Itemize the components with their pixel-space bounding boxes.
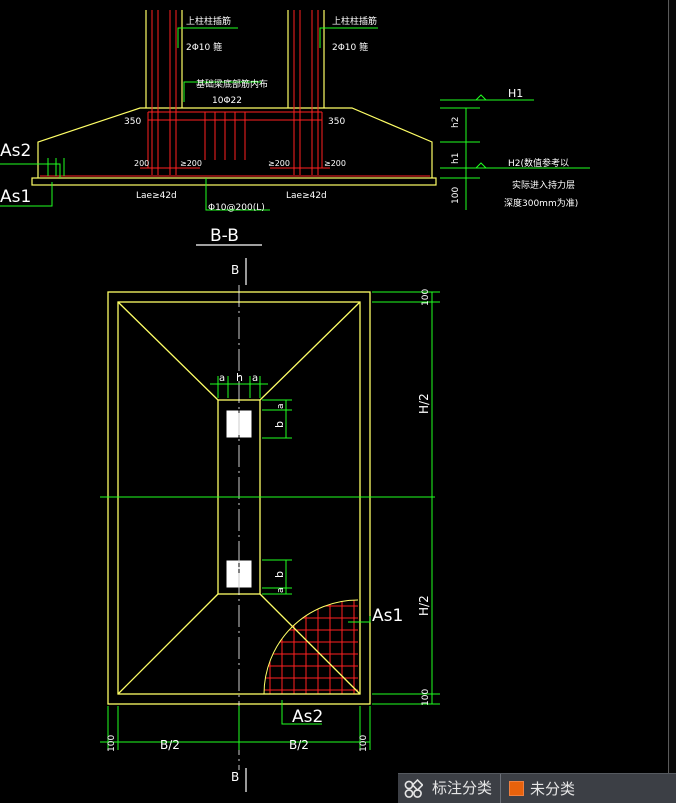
leader-lines <box>0 27 590 211</box>
lae-left-label: Lae≥42d <box>136 191 177 201</box>
plan-dimensions <box>100 291 440 750</box>
dim-100-top: 100 <box>421 289 431 306</box>
h1-label: H1 <box>508 87 523 100</box>
viewport-edge <box>668 0 676 773</box>
dim-h-mid: h <box>236 371 243 384</box>
dim-b-half-left: B/2 <box>160 738 180 752</box>
dim-a-top: a <box>276 403 286 409</box>
cut-label-bottom: B <box>231 770 239 784</box>
h2-note-2: 实际进入持力层 <box>512 179 575 191</box>
dim-100-left: 100 <box>107 735 117 752</box>
dim-h-half-top: H/2 <box>417 393 431 414</box>
as2-plan-label: As2 <box>292 707 323 727</box>
as2-elev-label: As2 <box>0 141 31 161</box>
plan-view: B B <box>100 258 440 792</box>
stirrup-right-label: 2Φ10 箍 <box>332 41 368 53</box>
quadrant-arc <box>263 599 359 695</box>
beam-note-label: 基础梁底部筋内布 <box>196 78 268 90</box>
dim-100-bot: 100 <box>421 689 431 706</box>
dim-a-left: a <box>219 373 225 384</box>
section-title: B-B <box>210 226 239 246</box>
dim-a-right: a <box>252 373 258 384</box>
anchor-200-1: 200 <box>134 159 149 168</box>
dim-h1-label: h1 <box>451 153 461 164</box>
dim-h-half-bot: H/2 <box>417 595 431 616</box>
dim-b-bot: b <box>273 571 286 578</box>
stirrup-left-label: 2Φ10 箍 <box>186 41 222 53</box>
grid-icon[interactable] <box>398 774 428 803</box>
center-lines <box>100 285 378 770</box>
category-value[interactable]: 未分类 <box>530 780 576 798</box>
h2-note-1: H2(数值参考以 <box>508 157 569 169</box>
category-color-swatch <box>509 781 525 796</box>
lae-right-label: Lae≥42d <box>286 191 327 201</box>
annotation-category-label[interactable]: 标注分类 <box>428 774 502 803</box>
footing-outline <box>31 10 437 186</box>
dim-a-bot: a <box>276 587 286 593</box>
cut-label-top: B <box>231 263 239 277</box>
elevation-section: B-B 上柱柱插筋 上柱柱插筋 2Φ10 箍 2Φ10 箍 基础梁底部筋内布 1… <box>0 10 590 246</box>
rebar-grid-quadrant <box>264 600 358 694</box>
upper-col-bar-right-label: 上柱柱插筋 <box>332 15 377 27</box>
dim-100-elev-label: 100 <box>451 187 461 204</box>
rebar-lines <box>40 10 430 177</box>
upper-col-bar-left-label: 上柱柱插筋 <box>186 15 231 27</box>
bottom-bars-label: Φ10@200(L) <box>208 203 265 213</box>
dim-350-left: 350 <box>124 117 141 127</box>
dim-350-right: 350 <box>328 117 345 127</box>
dim-b-top: b <box>273 421 286 428</box>
h2-note-3: 深度300mm为准) <box>504 197 578 209</box>
anchor-200-4: ≥200 <box>324 159 346 168</box>
as1-plan-label: As1 <box>372 606 403 626</box>
as1-elev-label: As1 <box>0 187 31 207</box>
annotation-status-bar: 标注分类 未分类 <box>398 773 676 803</box>
dim-100-right: 100 <box>359 735 369 752</box>
dim-b-half-right: B/2 <box>289 738 309 752</box>
anchor-200-3: ≥200 <box>268 159 290 168</box>
beam-bars-label: 10Φ22 <box>212 96 242 106</box>
anchor-200-2: ≥200 <box>180 159 202 168</box>
dim-h2-label: h2 <box>451 117 461 128</box>
